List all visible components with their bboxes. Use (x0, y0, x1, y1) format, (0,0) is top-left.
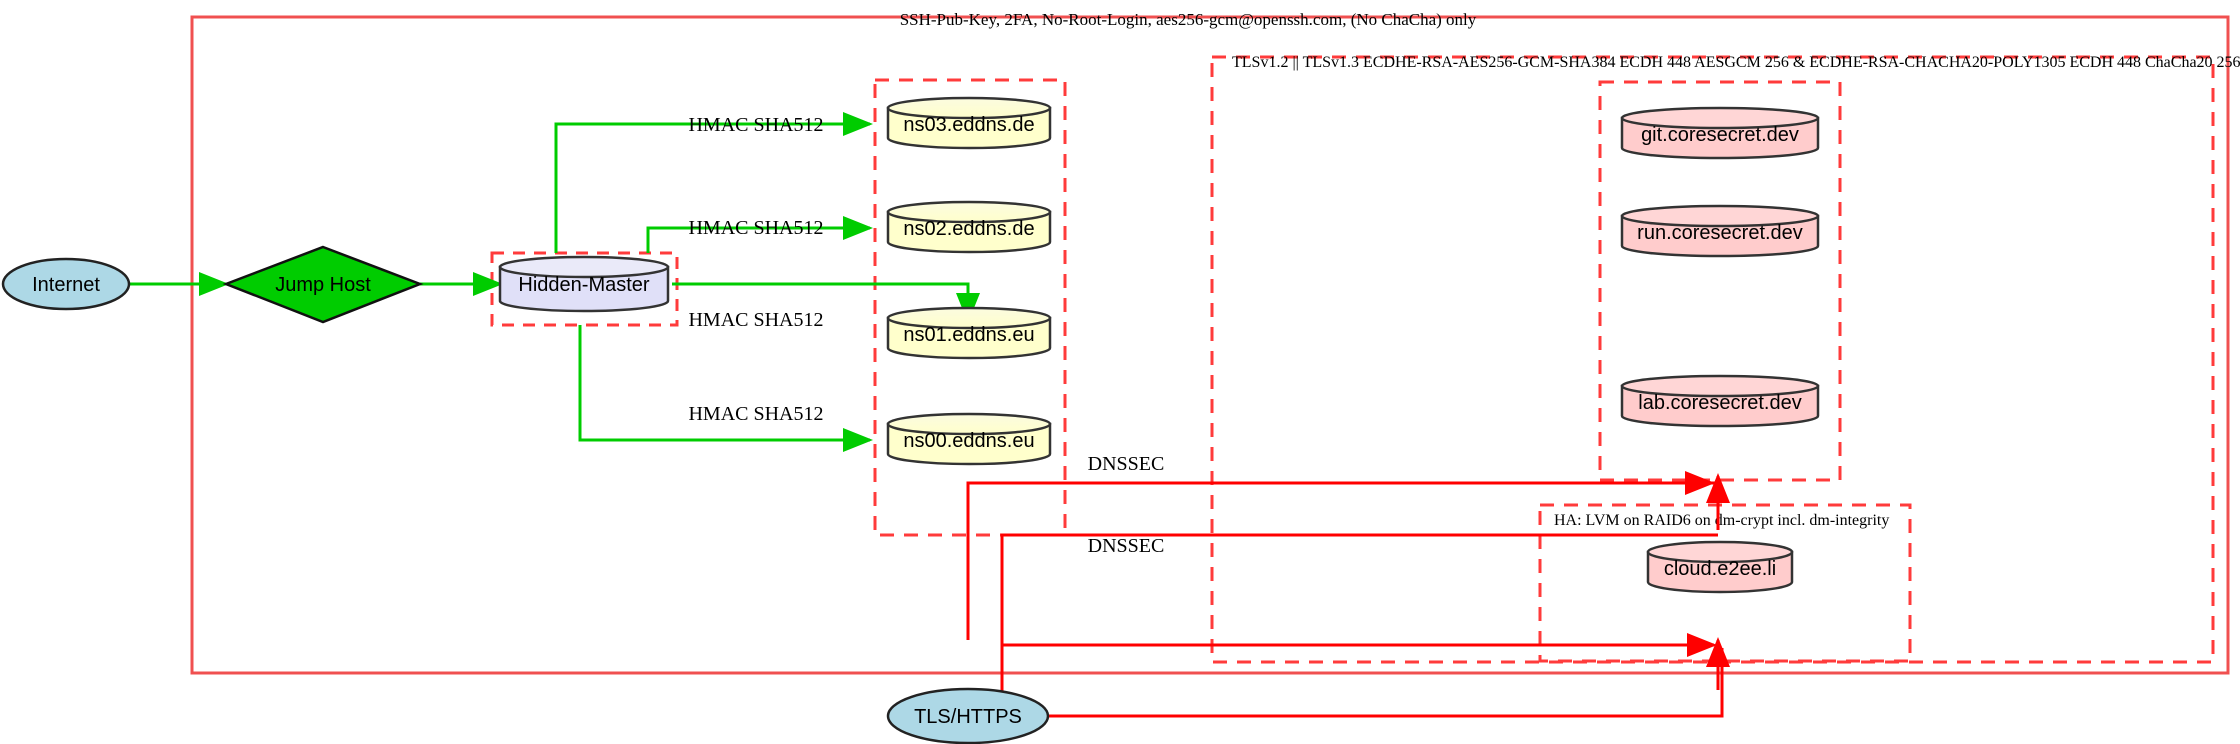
cloud-top (1646, 540, 1794, 564)
hidden-master-body (498, 265, 670, 313)
node-ns03[interactable]: ns03.eddns.de (886, 96, 1052, 150)
hidden-master-top (498, 255, 670, 279)
ns01-top (886, 306, 1052, 330)
ssh-zone-boundary (190, 15, 2230, 675)
git-label: git.coresecret.dev (1641, 124, 1799, 146)
ha-zone-label: HA: LVM on RAID6 on dm-crypt incl. dm-in… (1554, 512, 1889, 529)
lab-label: lab.coresecret.dev (1638, 392, 1801, 414)
edge-label-hmac-ns03: HMAC SHA512 (688, 114, 823, 136)
node-ns02[interactable]: ns02.eddns.de (886, 200, 1052, 254)
cloud-label: cloud.e2ee.li (1664, 558, 1776, 580)
ns02-top (886, 200, 1052, 224)
node-internet[interactable]: Internet (1, 257, 131, 311)
ns01-label: ns01.eddns.eu (903, 324, 1034, 346)
ns02-label: ns02.eddns.de (903, 218, 1034, 240)
lab-top (1620, 374, 1820, 398)
ns00-label: ns00.eddns.eu (903, 430, 1034, 452)
node-hidden-master[interactable]: Hidden-Master (498, 255, 670, 313)
ns00-body (886, 422, 1052, 466)
git-top (1620, 106, 1820, 130)
tls-https-label: TLS/HTTPS (914, 706, 1022, 728)
edge-label-dnssec-upper: DNSSEC (1088, 453, 1165, 475)
tls-https-shape (886, 687, 1050, 744)
dns-zone-boundary (873, 78, 1067, 537)
internet-label: Internet (32, 274, 100, 296)
node-ns01[interactable]: ns01.eddns.eu (886, 306, 1052, 360)
jump-host-shape (222, 245, 424, 324)
edge-master-to-ns02 (646, 216, 873, 253)
tls-zone-label: TLSv1.2 || TLSv1.3 ECDHE-RSA-AES256-GCM-… (1232, 54, 2240, 71)
run-body (1620, 214, 1820, 258)
ns01-body (886, 316, 1052, 360)
node-run-coresecret[interactable]: run.coresecret.dev (1620, 204, 1820, 258)
ns03-top (886, 96, 1052, 120)
edge-label-hmac-ns01: HMAC SHA512 (688, 309, 823, 331)
cloud-body (1646, 550, 1794, 594)
run-top (1620, 204, 1820, 228)
edge-label-dnssec-lower: DNSSEC (1088, 535, 1165, 557)
tls-zone-boundary (1210, 55, 2215, 664)
ns02-body (886, 210, 1052, 254)
run-label: run.coresecret.dev (1637, 222, 1803, 244)
git-body (1620, 116, 1820, 160)
ns00-top (886, 412, 1052, 436)
ha-zone-boundary (1538, 503, 1912, 663)
edge-label-hmac-ns02: HMAC SHA512 (688, 217, 823, 239)
ssh-zone-label: SSH-Pub-Key, 2FA, No-Root-Login, aes256-… (900, 10, 1477, 29)
hidden-master-label: Hidden-Master (518, 274, 650, 296)
lab-body (1620, 384, 1820, 428)
internet-shape (1, 257, 131, 311)
edge-dnssec-upper (966, 477, 1720, 640)
node-cloud-e2ee[interactable]: cloud.e2ee.li (1646, 540, 1794, 594)
edge-master-to-ns00 (578, 325, 873, 452)
edge-tls-right-branch (1048, 648, 1724, 718)
hidden-master-zone-boundary (490, 251, 679, 327)
edge-label-hmac-ns00: HMAC SHA512 (688, 403, 823, 425)
node-git-coresecret[interactable]: git.coresecret.dev (1620, 106, 1820, 160)
node-lab-coresecret[interactable]: lab.coresecret.dev (1620, 374, 1820, 428)
ns03-body (886, 106, 1052, 150)
edge-dnssec-lower (1000, 533, 1718, 700)
node-ns00[interactable]: ns00.eddns.eu (886, 412, 1052, 466)
jump-host-label: Jump Host (275, 274, 371, 296)
node-jump-host[interactable]: Jump Host (222, 245, 424, 324)
node-tls-https[interactable]: TLS/HTTPS (886, 687, 1050, 744)
ns03-label: ns03.eddns.de (903, 114, 1034, 136)
edge-master-to-ns03 (554, 112, 873, 253)
